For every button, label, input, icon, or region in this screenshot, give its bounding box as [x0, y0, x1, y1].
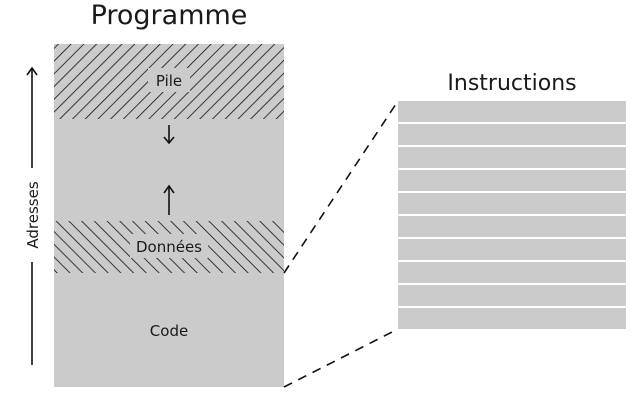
address-axis-label: Adresses: [24, 181, 42, 248]
code-label: Code: [150, 322, 188, 340]
data-label: Données: [136, 238, 202, 256]
instruction-row: [398, 101, 626, 122]
instruction-row: [398, 170, 626, 191]
instruction-row: [398, 285, 626, 306]
address-axis: [26, 66, 38, 365]
down-arrow-icon: [163, 125, 175, 145]
up-arrow-icon: [163, 184, 175, 215]
instruction-row: [398, 216, 626, 237]
instructions-title: Instructions: [447, 71, 576, 96]
instruction-row: [398, 147, 626, 168]
data-label-bg: [130, 234, 208, 258]
instruction-row: [398, 262, 626, 283]
instructions-table: [398, 101, 626, 329]
instruction-row: [398, 308, 626, 329]
instruction-row: [398, 239, 626, 260]
instruction-row: [398, 193, 626, 214]
stack-label: Pile: [156, 72, 182, 90]
program-title: Programme: [91, 0, 248, 31]
zoom-line-top: [283, 100, 399, 274]
instruction-row: [398, 124, 626, 145]
stack-label-bg: [148, 68, 190, 92]
zoom-line-bottom: [283, 328, 399, 388]
